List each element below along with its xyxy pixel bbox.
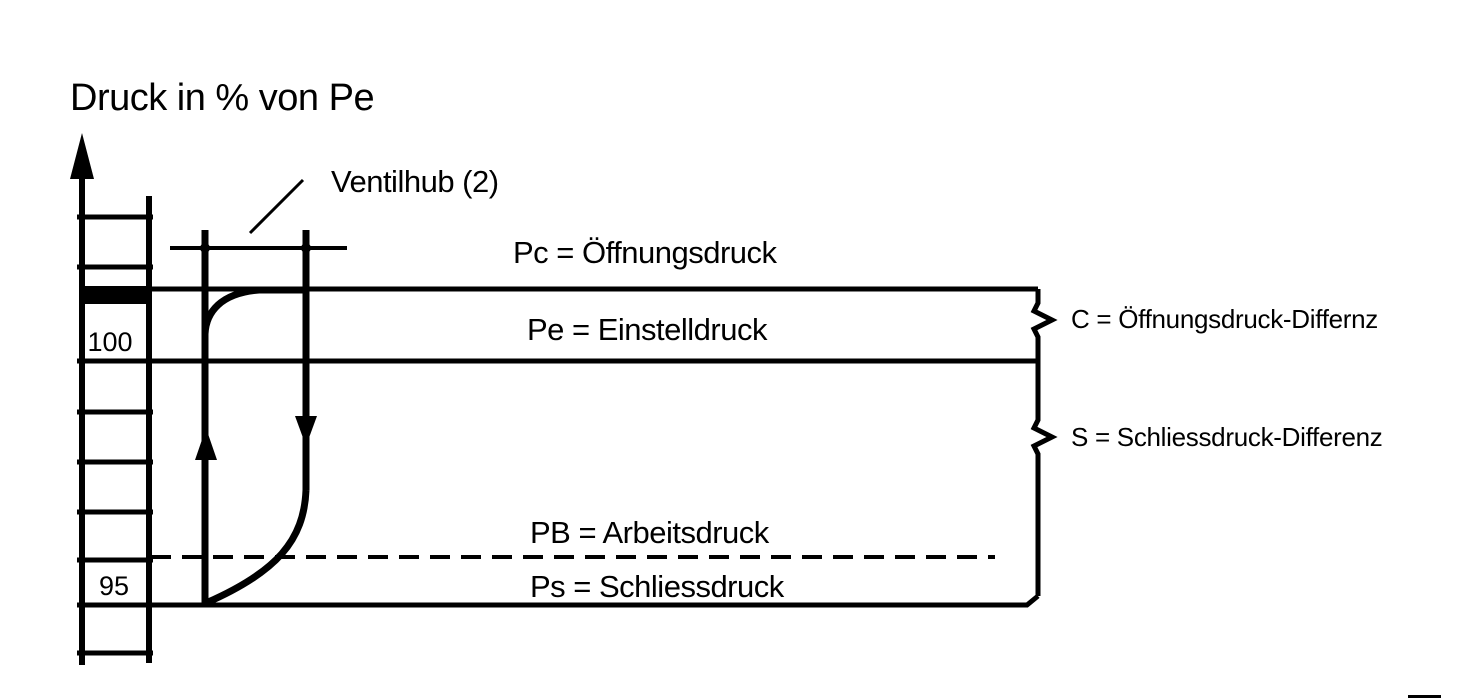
bottom-right-artifact-line xyxy=(1408,695,1441,698)
axis-tick-100: 100 xyxy=(87,327,132,357)
loop-opening-curve xyxy=(201,286,306,335)
ps-line xyxy=(149,594,1040,608)
s-diff-label: S = Schliessdruck-Differenz xyxy=(1071,422,1383,452)
ventilhub-label: Ventilhub (2) xyxy=(331,164,499,199)
pe-label: Pe = Einstelldruck xyxy=(527,312,768,347)
ps-label: Ps = Schliessdruck xyxy=(530,569,785,604)
ventilhub-pointer-line xyxy=(248,178,305,235)
axis-tick-95: 95 xyxy=(99,571,129,601)
right-brace-edge xyxy=(1030,289,1058,596)
pc-label: Pc = Öffnungsdruck xyxy=(513,235,778,270)
axis-scale-rungs xyxy=(77,214,153,656)
loop-down-arrow-icon xyxy=(295,416,317,446)
axis-black-marker-bar xyxy=(80,286,149,304)
y-axis-ladder: 100 95 xyxy=(70,133,153,665)
loop-up-arrow-icon xyxy=(195,428,217,460)
axis-arrow-up-icon xyxy=(70,133,94,179)
pb-label: PB = Arbeitsdruck xyxy=(530,515,770,550)
c-diff-label: C = Öffnungsdruck-Differnz xyxy=(1071,304,1378,334)
hysteresis-loop xyxy=(195,230,317,607)
loop-closing-curve xyxy=(204,489,310,607)
page-title: Druck in % von Pe xyxy=(70,77,374,119)
level-labels: Ventilhub (2) Pc = Öffnungsdruck Pe = Ei… xyxy=(331,164,1383,604)
